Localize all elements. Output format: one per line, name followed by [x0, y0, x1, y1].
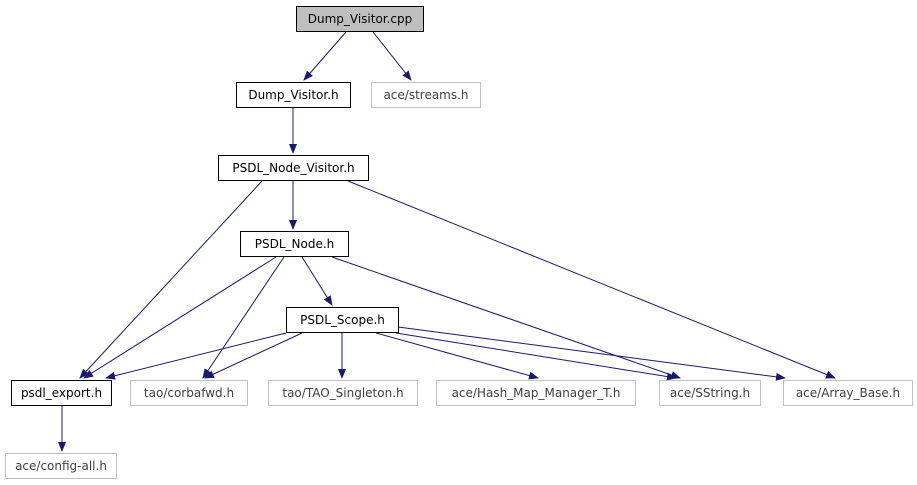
node-ace-hash-map-manager-h[interactable]: ace/Hash_Map_Manager_T.h — [436, 380, 636, 406]
edge-dump-visitor-cpp-to-ace-streams-h — [372, 31, 412, 81]
edge-psdl-node-h-to-psdl-scope-h — [301, 256, 333, 306]
edge-psdl-node-h-to-psdl-export-h — [83, 256, 277, 379]
node-psdl-node-visitor-h[interactable]: PSDL_Node_Visitor.h — [218, 155, 369, 181]
node-ace-config-all-h[interactable]: ace/config-all.h — [5, 453, 117, 479]
node-dump-visitor-cpp[interactable]: Dump_Visitor.cpp — [296, 6, 424, 32]
dependency-edges — [58, 31, 836, 452]
edge-dump-visitor-cpp-to-dump-visitor-h — [303, 31, 347, 81]
node-ace-streams-h[interactable]: ace/streams.h — [371, 82, 481, 108]
node-ace-array-base-h[interactable]: ace/Array_Base.h — [783, 380, 913, 406]
node-psdl-export-h[interactable]: psdl_export.h — [11, 380, 112, 406]
node-tao-singleton-h[interactable]: tao/TAO_Singleton.h — [268, 380, 418, 406]
node-tao-corbafwd-h[interactable]: tao/corbafwd.h — [130, 380, 248, 406]
edge-psdl-scope-h-to-tao-corbafwd-h — [204, 332, 303, 379]
edge-psdl-node-h-to-tao-corbafwd-h — [202, 256, 285, 379]
edge-psdl-scope-h-to-ace-sstring-h — [395, 332, 677, 381]
node-dump-visitor-h[interactable]: Dump_Visitor.h — [236, 82, 351, 108]
edge-psdl-scope-h-to-ace-array-base-h — [397, 326, 786, 381]
edge-psdl-node-h-to-ace-sstring-h — [331, 256, 681, 379]
node-psdl-scope-h[interactable]: PSDL_Scope.h — [286, 307, 399, 333]
edge-psdl-scope-h-to-ace-hash-map-h — [375, 332, 539, 380]
node-ace-sstring-h[interactable]: ace/SString.h — [659, 380, 761, 406]
edge-psdl-node-visitor-h-to-psdl-export-h — [79, 180, 263, 379]
node-psdl-node-h[interactable]: PSDL_Node.h — [240, 231, 349, 257]
edge-psdl-scope-h-to-psdl-export-h — [105, 332, 287, 380]
edge-psdl-node-visitor-h-to-ace-array-base-h — [347, 180, 836, 379]
